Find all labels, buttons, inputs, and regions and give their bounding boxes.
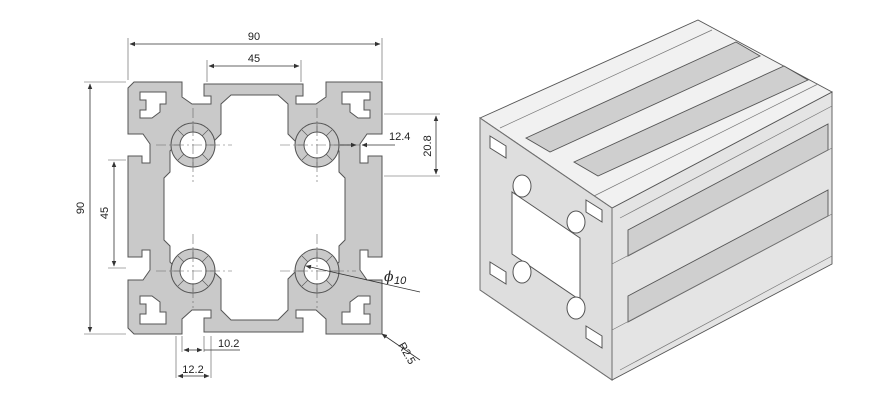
dim-slot-offset-right: 20.8 (422, 135, 434, 156)
dim-corner-radius: R2.5 (395, 341, 417, 367)
dim-bore-diameter: 10 (394, 275, 407, 287)
corner-pocket-bottom-left (139, 295, 167, 325)
dim-slot-width: 12.4 (389, 131, 410, 143)
profile-cross-section (127, 81, 383, 335)
dim-slot-inner-bottom: 10.2 (218, 338, 239, 350)
dimension-lines (84, 38, 440, 379)
corner-pocket-bottom-right (341, 295, 371, 325)
dim-overall-width: 90 (248, 31, 260, 43)
dim-overall-height: 90 (75, 202, 87, 214)
dim-slot-spacing-left: 45 (99, 207, 111, 219)
corner-pocket-top-right (341, 91, 371, 119)
dim-bore-symbol: ϕ (384, 269, 394, 285)
dim-slot-spacing-top: 45 (248, 53, 260, 65)
corner-pocket-top-left (139, 91, 167, 119)
dim-slot-outer-bottom: 12.2 (182, 364, 203, 376)
profile-isometric-view (479, 19, 833, 381)
